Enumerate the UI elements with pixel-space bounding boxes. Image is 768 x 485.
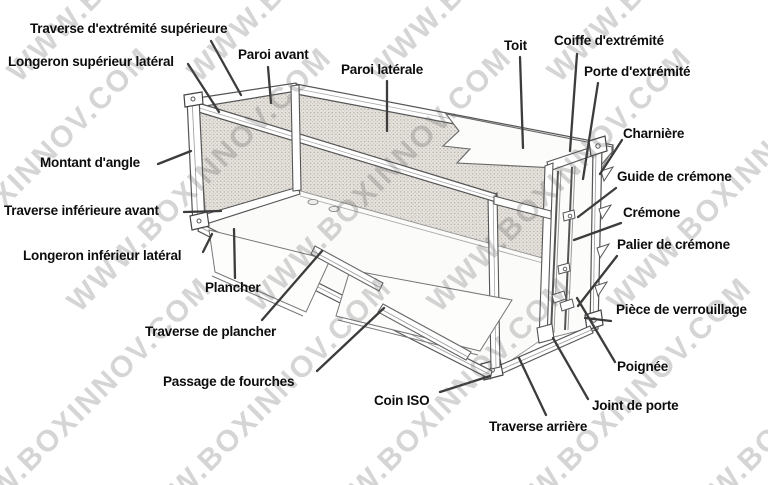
label-traverse-arriere: Traverse arrière: [489, 419, 588, 434]
leader-montant-angle: [156, 149, 193, 166]
label-plancher: Plancher: [205, 280, 261, 295]
label-guide-cremone: Guide de crémone: [617, 169, 732, 184]
label-coiffe-extremite: Coiffe d'extrémité: [554, 33, 664, 48]
leader-longeron-inferieur-lateral: [201, 232, 214, 254]
leader-paroi-avant: [266, 65, 273, 105]
label-poignee: Poignée: [617, 359, 669, 374]
label-piece-verrouillage: Pièce de verrouillage: [616, 302, 747, 317]
corner-casting-top-left: [183, 91, 204, 108]
hinge: [600, 166, 615, 183]
label-paroi-avant: Paroi avant: [238, 47, 309, 62]
leader-charniere: [598, 138, 624, 176]
corner-casting-bottom-left: [189, 211, 210, 231]
label-porte-extremite: Porte d'extrémité: [584, 64, 691, 79]
label-longeron-inferieur-lateral: Longeron inférieur latéral: [23, 248, 182, 263]
label-montant-angle: Montant d'angle: [40, 155, 140, 170]
leader-palier-cremone: [576, 254, 619, 308]
leader-traverse-inferieure-avant: [182, 209, 223, 214]
leader-toit: [518, 55, 525, 150]
corner-casting-top: [588, 135, 608, 157]
left-end: [183, 84, 302, 231]
hinge: [598, 204, 613, 221]
leader-passage-fourches: [315, 306, 386, 373]
floor-drain-hole: [307, 198, 319, 206]
leader-plancher: [232, 227, 237, 280]
leader-porte-extremite: [581, 81, 600, 181]
label-passage-fourches: Passage de fourches: [163, 374, 295, 389]
label-paroi-laterale: Paroi latérale: [341, 62, 423, 77]
leader-coin-iso: [438, 374, 492, 394]
leader-traverse-arriere: [517, 356, 548, 417]
floor-drain-hole: [328, 205, 340, 213]
label-longeron-superieur-lateral: Longeron supérieur latéral: [8, 54, 174, 69]
label-traverse-plancher: Traverse de plancher: [145, 324, 277, 339]
floor-panels: [208, 229, 513, 356]
leader-traverse-plancher: [260, 249, 324, 322]
door-handle: [551, 290, 567, 304]
label-toit: Toit: [504, 38, 527, 53]
cremone-bar: [550, 170, 559, 334]
leader-longeron-superieur-lateral: [186, 62, 221, 114]
floor-panel: [208, 229, 331, 313]
label-coin-iso: Coin ISO: [374, 393, 430, 408]
label-charniere: Charnière: [623, 126, 685, 141]
cremone-bearing: [557, 262, 571, 275]
hinge: [596, 243, 611, 260]
floor-beams: [310, 245, 472, 361]
leader-lines: [156, 39, 624, 417]
hinge: [594, 281, 609, 298]
floor-panel: [335, 269, 513, 352]
leader-poignee: [575, 296, 617, 364]
label-traverse-extremite-superieure: Traverse d'extrémité supérieure: [30, 21, 228, 36]
cremone-guide: [562, 209, 576, 222]
label-cremone: Crémone: [623, 205, 681, 220]
label-palier-cremone: Palier de crémone: [617, 237, 730, 252]
leader-cremone: [572, 221, 623, 242]
leader-guide-cremone: [576, 186, 618, 219]
leader-coiffe-extremite: [568, 52, 579, 153]
leader-traverse-extremite-superieure: [209, 39, 243, 97]
door-handle: [559, 298, 575, 312]
leader-joint-porte: [551, 336, 590, 401]
label-joint-porte: Joint de porte: [592, 398, 679, 413]
corner-post-front-far: [290, 84, 302, 192]
label-traverse-inferieure-avant: Traverse inférieure avant: [4, 203, 159, 218]
floor-cross-member: [310, 245, 384, 292]
